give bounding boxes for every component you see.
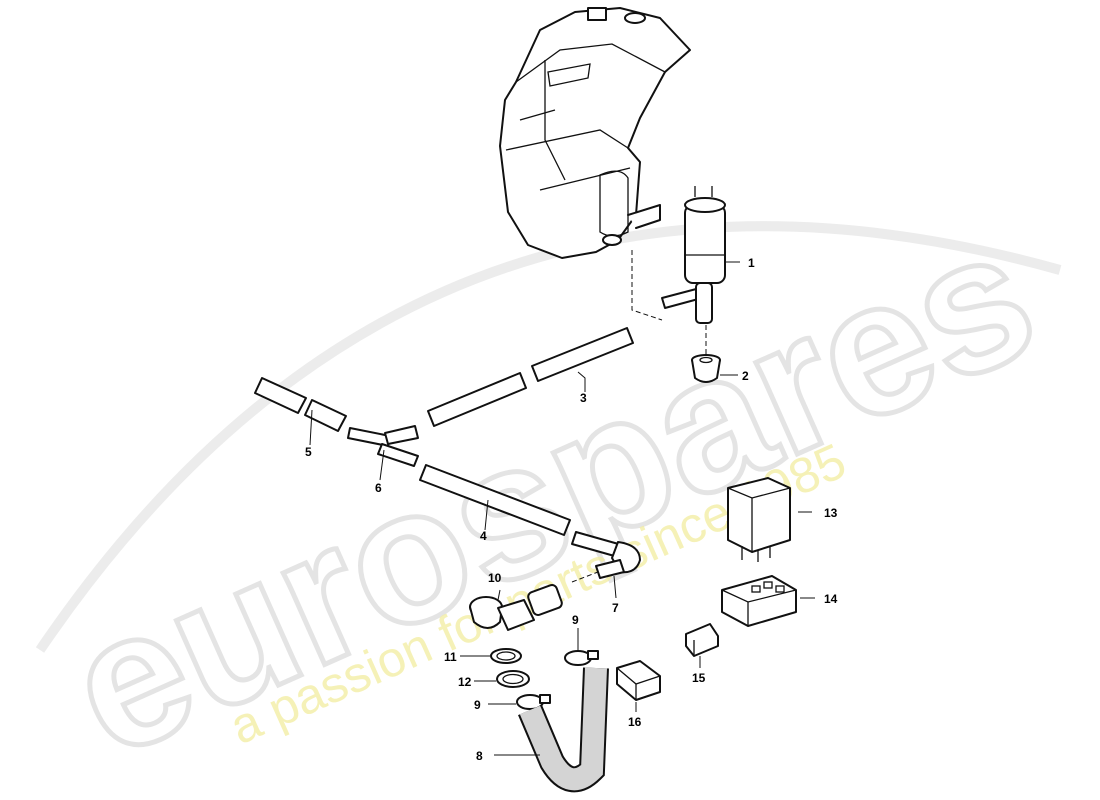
flat-connector	[616, 660, 661, 701]
elbow-connector	[571, 531, 641, 579]
watermark-brand: eurospares	[40, 187, 1062, 797]
callout-16: 16	[628, 715, 642, 729]
t-connector	[347, 425, 419, 467]
watermark-swoosh	[35, 221, 1062, 653]
callout-9-lower: 9	[474, 698, 481, 712]
callout-12: 12	[458, 675, 472, 689]
small-connector	[685, 623, 719, 657]
grommet	[691, 354, 721, 383]
callout-10: 10	[488, 571, 502, 585]
callout-3: 3	[580, 391, 587, 405]
watermark: eurospares a passion for parts since 198…	[35, 185, 1065, 800]
callout-4: 4	[480, 529, 487, 543]
hose-5	[254, 377, 347, 432]
callouts: 1 2 3 4 5 6 7 8 9 9 10 11 12 13 14 15 16	[305, 256, 838, 763]
callout-13: 13	[824, 506, 838, 520]
filler-neck	[469, 584, 563, 631]
u-hose	[518, 667, 609, 793]
leader-lines	[309, 261, 815, 756]
washer-pump	[661, 186, 726, 324]
callout-1: 1	[748, 256, 755, 270]
assembly-lines	[571, 250, 707, 583]
hose-3	[427, 327, 634, 427]
relay-socket	[721, 575, 797, 627]
callout-8: 8	[476, 749, 483, 763]
callout-14: 14	[824, 592, 838, 606]
callout-7: 7	[612, 601, 619, 615]
hose-clamp-lower	[516, 694, 551, 710]
callout-15: 15	[692, 671, 706, 685]
relay	[727, 477, 791, 562]
washer-reservoir	[499, 7, 691, 259]
hose-clamp-upper	[564, 650, 599, 666]
seal-ring	[490, 648, 522, 664]
callout-5: 5	[305, 445, 312, 459]
callout-2: 2	[742, 369, 749, 383]
callout-9-upper: 9	[572, 613, 579, 627]
washer-ring	[496, 670, 530, 688]
callout-6: 6	[375, 481, 382, 495]
callout-11: 11	[444, 650, 457, 664]
hose-4	[419, 464, 571, 536]
